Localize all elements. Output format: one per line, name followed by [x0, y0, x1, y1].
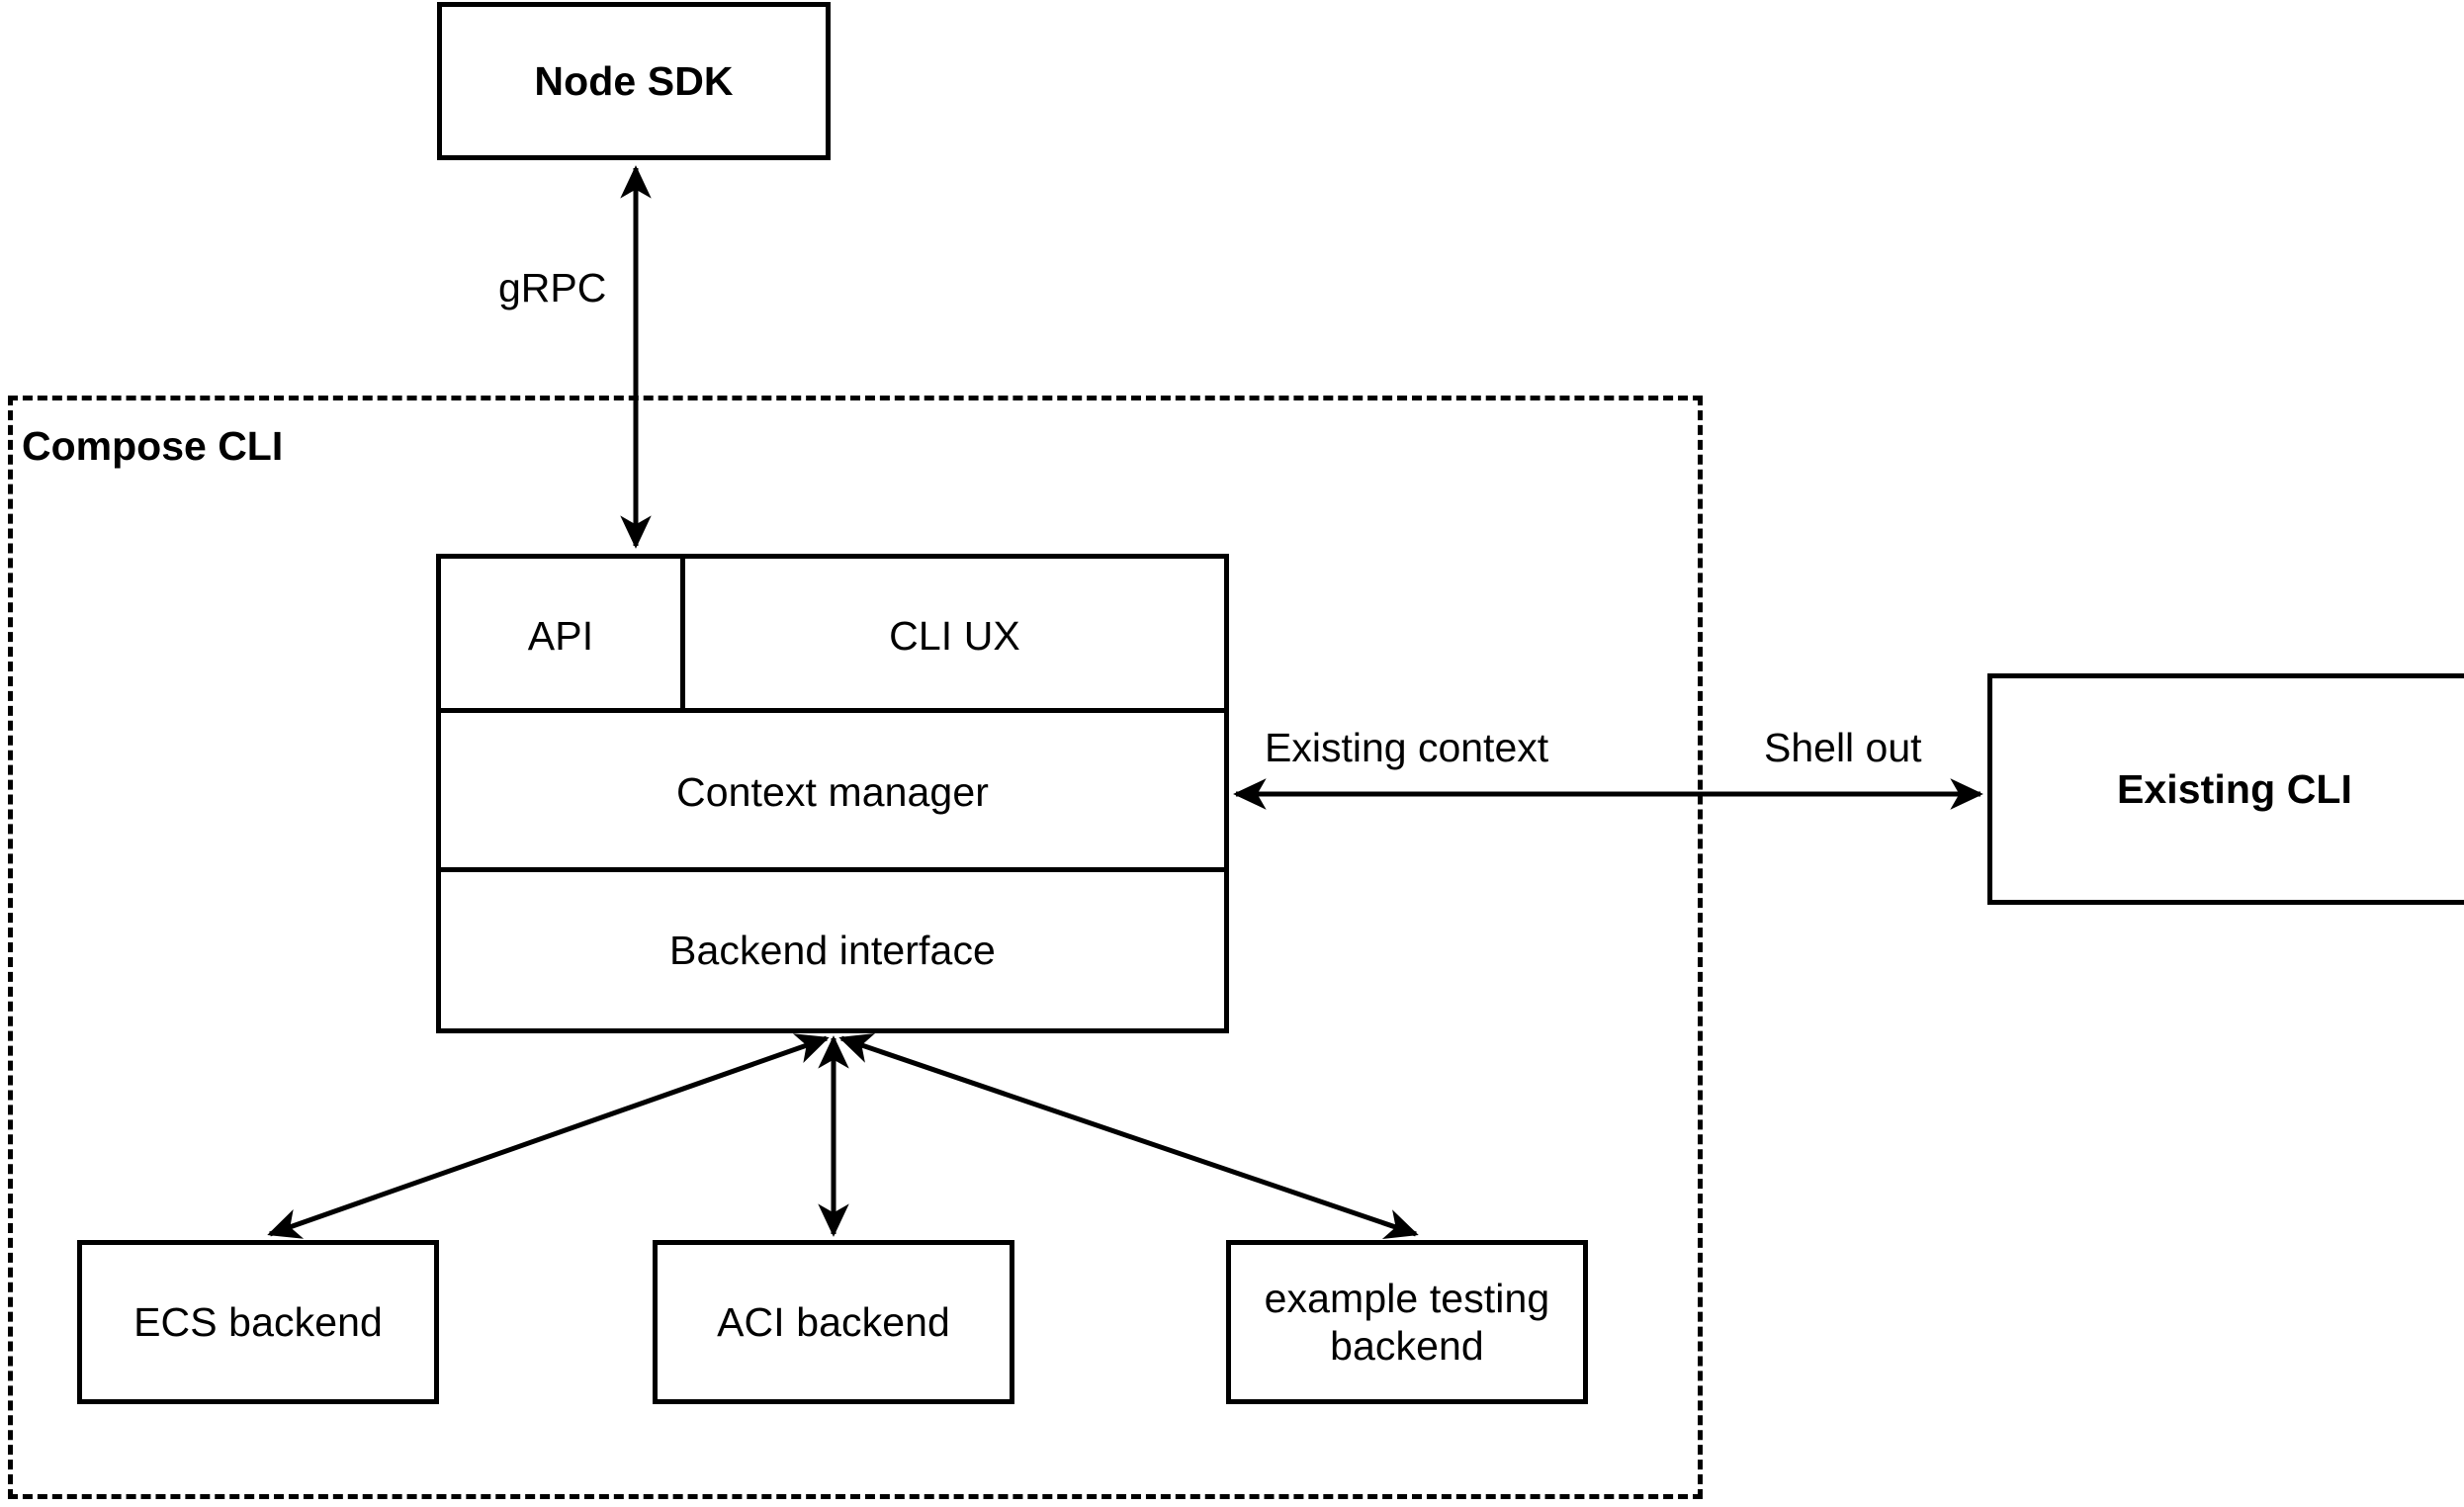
node-sdk-label: Node SDK: [534, 57, 734, 104]
aci-backend-label: ACI backend: [717, 1298, 950, 1345]
example-backend-connector: [838, 1032, 1419, 1240]
existing-cli-label: Existing CLI: [2116, 765, 2353, 812]
grpc-edge-label: gRPC: [494, 265, 611, 311]
example-testing-backend-box[interactable]: example testing backend: [1226, 1240, 1588, 1404]
existing-cli-box[interactable]: Existing CLI: [1987, 673, 2464, 905]
ecs-backend-label: ECS backend: [133, 1298, 383, 1345]
api-cli-ux-row: API CLI UX: [436, 554, 1229, 713]
ecs-backend-box[interactable]: ECS backend: [77, 1240, 439, 1404]
aci-backend-box[interactable]: ACI backend: [653, 1240, 1014, 1404]
compose-cli-group-label: Compose CLI: [22, 423, 284, 469]
api-label: API: [527, 612, 594, 659]
node-sdk-box[interactable]: Node SDK: [437, 2, 831, 160]
cli-ux-box[interactable]: CLI UX: [685, 559, 1224, 713]
context-manager-box[interactable]: Context manager: [436, 708, 1229, 872]
existing-context-edge-label: Existing context: [1261, 725, 1553, 771]
ecs-backend-connector: [267, 1033, 830, 1239]
example-testing-backend-label: example testing backend: [1264, 1275, 1550, 1369]
context-manager-label: Context manager: [675, 769, 989, 816]
shell-out-edge-label: Shell out: [1760, 725, 1926, 771]
compose-cli-group: [8, 396, 1703, 1499]
backend-interface-label: Backend interface: [669, 927, 996, 973]
cli-ux-label: CLI UX: [889, 612, 1020, 659]
backend-interface-box[interactable]: Backend interface: [436, 867, 1229, 1033]
api-box[interactable]: API: [441, 559, 685, 713]
